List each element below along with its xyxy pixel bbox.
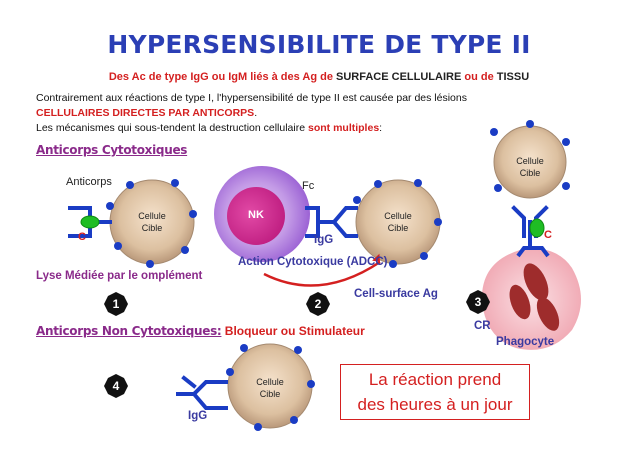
surface-antigen xyxy=(562,182,570,190)
surface-antigen xyxy=(240,344,248,352)
section-noncytotoxic-red: Bloqueur ou Stimulateur xyxy=(221,324,364,338)
surface-antigen xyxy=(171,179,179,187)
note-line1: La réaction prend xyxy=(341,367,529,392)
label-igg-bottom: IgG xyxy=(188,410,207,422)
badge-2: 2 xyxy=(306,292,330,316)
label-cell-surface-ag: Cell-surface Ag xyxy=(354,288,438,300)
badge-2-label: 2 xyxy=(315,297,322,311)
surface-antigen xyxy=(146,260,154,268)
label-c-left: C xyxy=(78,231,86,243)
surface-antigen xyxy=(307,380,315,388)
surface-antigen xyxy=(562,138,570,146)
surface-antigen xyxy=(414,179,422,187)
surface-antigen xyxy=(389,260,397,268)
surface-antigen xyxy=(353,196,361,204)
surface-antigen xyxy=(490,128,498,136)
section-noncytotoxic: Anticorps Non Cytotoxiques: Bloqueur ou … xyxy=(36,322,365,340)
label-nk: NK xyxy=(248,209,264,221)
badge-1-label: 1 xyxy=(113,297,120,311)
label-phagocyte: Phagocyte xyxy=(496,336,554,348)
surface-antigen xyxy=(181,246,189,254)
surface-antigen xyxy=(126,181,134,189)
antibody-4 xyxy=(178,378,226,408)
label-fc: Fc xyxy=(302,180,314,192)
surface-antigen xyxy=(226,368,234,376)
label-lyse: Lyse Médiée par le omplément xyxy=(36,270,202,282)
surface-antigen xyxy=(434,218,442,226)
badge-1: 1 xyxy=(104,292,128,316)
badge-4-label: 4 xyxy=(113,379,120,393)
surface-antigen xyxy=(189,210,197,218)
phagocyte-cell xyxy=(482,248,581,350)
complement-c3 xyxy=(530,219,544,237)
section-cytotoxic: Anticorps Cytotoxiques xyxy=(36,143,187,157)
label-cr: CR xyxy=(474,320,491,332)
surface-antigen xyxy=(526,120,534,128)
note-line2: des heures à un jour xyxy=(341,392,529,417)
complement-c1 xyxy=(81,216,99,228)
surface-antigen xyxy=(494,184,502,192)
label-c-right: C xyxy=(544,229,552,241)
label-anticorps: Anticorps xyxy=(66,176,112,188)
badge-3-label: 3 xyxy=(475,295,482,309)
surface-antigen xyxy=(290,416,298,424)
label-igg-middle: IgG xyxy=(314,234,333,246)
surface-antigen xyxy=(254,423,262,431)
label-adcc: Action Cytotoxique (ADCC) xyxy=(238,256,388,268)
surface-antigen xyxy=(106,202,114,210)
surface-antigen xyxy=(374,180,382,188)
surface-antigen xyxy=(294,346,302,354)
note-box: La réaction prend des heures à un jour xyxy=(340,364,530,420)
badge-4: 4 xyxy=(104,374,128,398)
antibody-2 xyxy=(307,208,356,236)
surface-antigen xyxy=(420,252,428,260)
surface-antigen xyxy=(114,242,122,250)
section-noncytotoxic-title: Anticorps Non Cytotoxiques: xyxy=(36,324,221,338)
